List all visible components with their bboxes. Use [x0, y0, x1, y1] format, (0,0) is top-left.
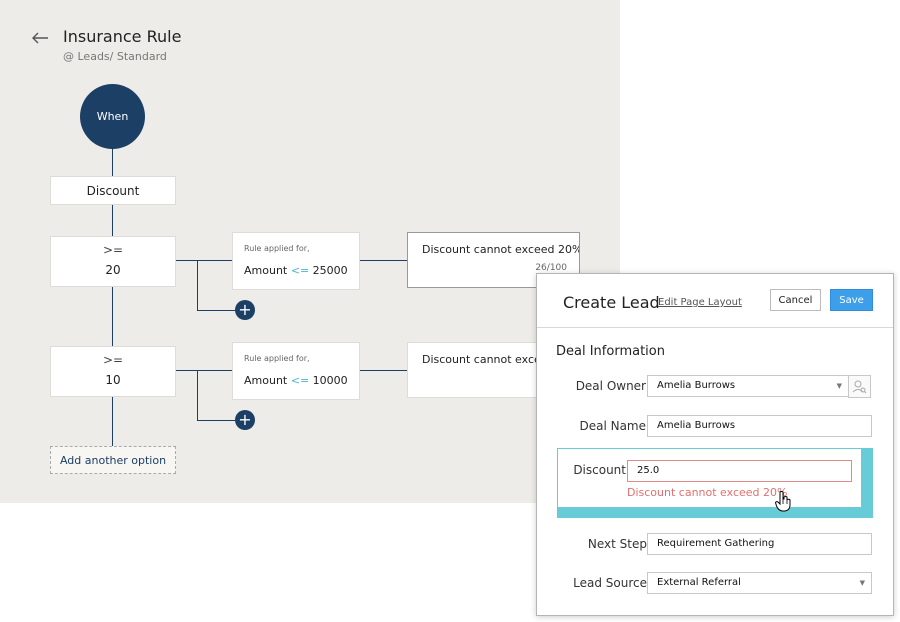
condition-value: 20	[105, 263, 121, 277]
cancel-button[interactable]: Cancel	[770, 289, 821, 311]
condition-operator: >=	[102, 243, 124, 257]
deal-name-label: Deal Name	[579, 419, 646, 433]
rule-caption: Rule applied for,	[244, 354, 310, 363]
connector	[112, 205, 113, 236]
connector	[360, 370, 407, 371]
connector	[197, 420, 235, 421]
connector	[112, 397, 113, 446]
rule-node[interactable]: Rule applied for, Amount <= 25000	[232, 232, 360, 290]
deal-owner-select[interactable]: Amelia Burrows ▼	[647, 375, 849, 397]
section-title: Deal Information	[556, 344, 665, 359]
connector	[197, 370, 198, 420]
create-lead-panel: Create Lead Edit Page Layout Cancel Save…	[536, 273, 894, 616]
message-text: Discount cannot exceed 20%	[422, 243, 580, 256]
rule-expression: Amount <= 10000	[244, 374, 348, 387]
message-node[interactable]: Discount cannot exceed 20% 26/100	[407, 232, 580, 288]
rule-node[interactable]: Rule applied for, Amount <= 10000	[232, 342, 360, 400]
edit-page-layout-link[interactable]: Edit Page Layout	[658, 297, 742, 308]
field-node[interactable]: Discount	[50, 176, 176, 205]
rule-canvas: Insurance Rule @ Leads/ Standard When Di…	[0, 0, 620, 503]
connector	[112, 149, 113, 176]
rule-value: 10000	[312, 374, 348, 387]
deal-owner-value: Amelia Burrows	[657, 380, 736, 391]
add-rule-button[interactable]: +	[235, 300, 255, 320]
rule-caption: Rule applied for,	[244, 244, 310, 253]
lead-source-value: External Referral	[657, 577, 741, 588]
connector	[197, 260, 198, 310]
arrow-left-icon[interactable]	[30, 28, 50, 48]
page-subtitle: @ Leads/ Standard	[63, 50, 167, 63]
chevron-down-icon: ▼	[836, 382, 842, 390]
char-count: 26/100	[535, 263, 567, 273]
rule-expression: Amount <= 25000	[244, 264, 348, 277]
connector	[176, 260, 232, 261]
deal-owner-label: Deal Owner	[575, 379, 646, 393]
panel-header: Create Lead Edit Page Layout Cancel Save	[537, 274, 893, 328]
message-text: Discount cannot exce	[422, 353, 541, 366]
condition-operator: >=	[102, 353, 124, 367]
rule-operator: <=	[290, 264, 310, 277]
discount-label: Discount	[573, 463, 626, 477]
add-another-option-button[interactable]: Add another option	[50, 446, 176, 474]
rule-value: 25000	[312, 264, 348, 277]
chevron-down-icon: ▼	[859, 579, 865, 587]
next-step-input[interactable]: Requirement Gathering	[647, 533, 872, 555]
next-step-label: Next Step	[587, 537, 647, 551]
hand-pointer-icon	[774, 491, 791, 512]
add-rule-button[interactable]: +	[235, 410, 255, 430]
connector	[197, 310, 235, 311]
when-node[interactable]: When	[80, 84, 145, 149]
discount-field-card: Discount 25.0 Discount cannot exceed 20%	[557, 448, 862, 508]
condition-node[interactable]: >= 10	[50, 346, 176, 397]
rule-operator: <=	[290, 374, 310, 387]
discount-input[interactable]: 25.0	[627, 460, 852, 482]
panel-title: Create Lead	[563, 293, 660, 312]
connector	[176, 370, 232, 371]
page-title: Insurance Rule	[63, 27, 182, 46]
condition-node[interactable]: >= 20	[50, 236, 176, 287]
connector	[360, 260, 407, 261]
rule-field: Amount	[244, 264, 288, 277]
deal-name-input[interactable]: Amelia Burrows	[647, 415, 872, 437]
lead-source-select[interactable]: External Referral ▼	[647, 572, 872, 594]
lead-source-label: Lead Source	[573, 576, 647, 590]
user-lookup-icon[interactable]	[848, 375, 871, 398]
save-button[interactable]: Save	[830, 289, 873, 311]
connector	[112, 287, 113, 346]
condition-value: 10	[105, 373, 121, 387]
message-node[interactable]: Discount cannot exce	[407, 342, 542, 398]
rule-field: Amount	[244, 374, 288, 387]
discount-error-text: Discount cannot exceed 20%	[627, 486, 788, 499]
